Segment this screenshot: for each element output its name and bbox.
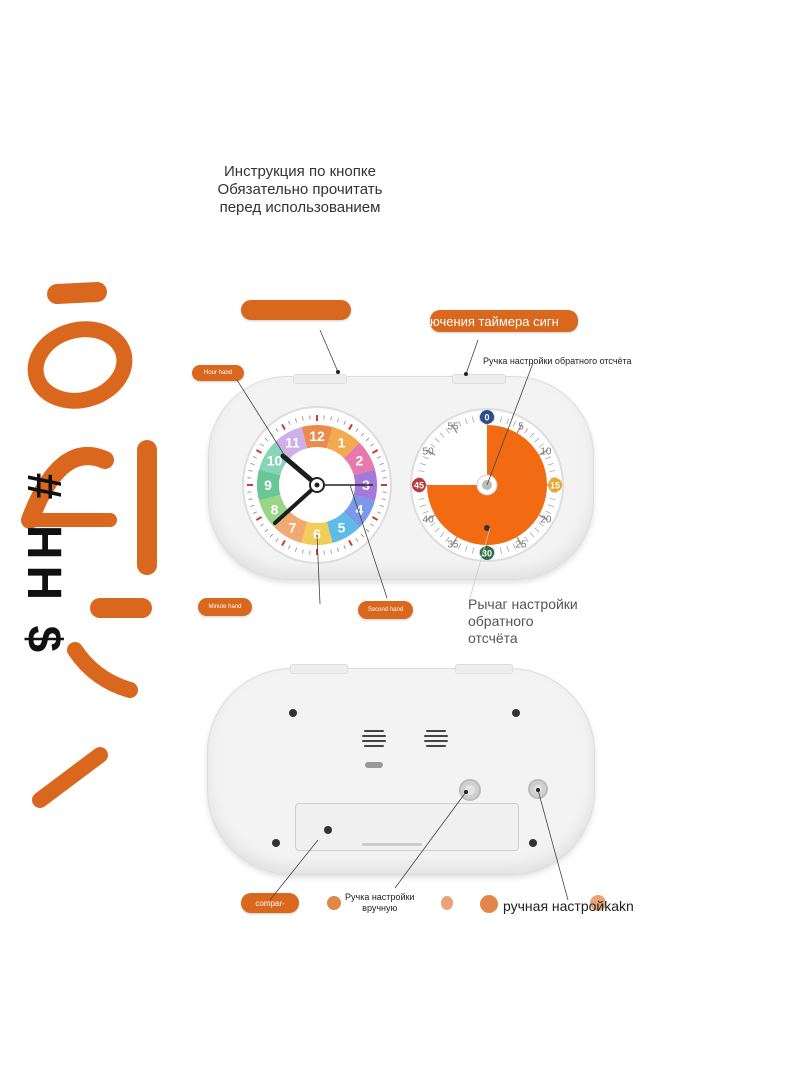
alarm-set-knob[interactable] <box>528 779 548 799</box>
decor-sticker-small <box>46 281 108 305</box>
second-hand-callout: Second hand <box>358 601 413 619</box>
clock-number: 10 <box>267 453 283 469</box>
screw <box>512 709 520 717</box>
top-left-callout <box>241 300 351 320</box>
countdown-timer-face: 0 5 10 15 20 25 30 35 40 45 50 55 <box>410 408 564 562</box>
timer-number: 10 <box>540 447 552 458</box>
timer-number: 45 <box>414 481 424 491</box>
manual-set-knob[interactable] <box>459 779 481 801</box>
instruction-line-3: перед использованием <box>219 199 381 216</box>
top-button-right[interactable] <box>452 374 506 384</box>
back-top-tab-right <box>455 664 513 674</box>
timer-number: 15 <box>550 481 560 491</box>
timer-number: 0 <box>484 413 489 423</box>
screw <box>529 839 537 847</box>
timer-number: 5 <box>518 422 524 433</box>
decor-dot <box>327 896 341 910</box>
screw <box>289 709 297 717</box>
battery-cover-latch <box>362 843 422 846</box>
clock-number: 4 <box>356 502 364 518</box>
instruction-line-2: Обязательно прочитать <box>217 181 383 198</box>
manual-knob-label: Ручка настройки вручную <box>345 892 415 913</box>
clock-number: 8 <box>271 502 279 518</box>
decor-dot <box>590 895 606 911</box>
clock-number: 5 <box>338 519 346 535</box>
timer-number: 20 <box>540 515 552 526</box>
clock-number: 1 <box>338 435 346 451</box>
battery-callout: compar- <box>241 893 299 913</box>
screw <box>324 826 332 834</box>
side-decor-text: # HH $ <box>17 472 71 658</box>
clock-number: 6 <box>313 526 321 542</box>
manual-right-label: ручная настройkakn <box>503 898 634 914</box>
speaker-grill-right <box>424 730 448 747</box>
back-top-tab-left <box>290 664 348 674</box>
top-right-callout: ючения таймера сигн <box>430 310 578 332</box>
clock-number: 11 <box>285 435 300 451</box>
speaker-grill-left <box>362 730 386 747</box>
clock-number: 7 <box>289 519 297 535</box>
instruction-line-1: Инструкция по кнопке <box>224 163 376 180</box>
decor-dot <box>480 895 498 913</box>
countdown-lever-label: Рычаг настройки обратного отсчёта <box>468 596 578 646</box>
timer-number: 40 <box>423 515 435 526</box>
clock-number: 9 <box>264 477 272 493</box>
clock-number: 2 <box>356 453 364 469</box>
instruction-title: Инструкция по кнопке Обязательно прочита… <box>200 163 400 217</box>
usb-port[interactable] <box>365 762 383 768</box>
timer-number: 50 <box>423 447 435 458</box>
screw <box>272 839 280 847</box>
timer-number: 55 <box>447 422 459 433</box>
timer-number: 35 <box>447 539 459 550</box>
clock-number: 12 <box>309 428 325 444</box>
timer-number: 30 <box>482 549 492 559</box>
minute-hand-callout: Minute hand <box>198 598 252 616</box>
decor-dot <box>441 896 453 910</box>
top-button-left[interactable] <box>293 374 347 384</box>
hour-hand-callout: Hour hand <box>192 365 244 381</box>
timer-number: 25 <box>515 539 527 550</box>
countdown-knob-label: Ручка настройки обратного отсчёта <box>483 356 632 366</box>
